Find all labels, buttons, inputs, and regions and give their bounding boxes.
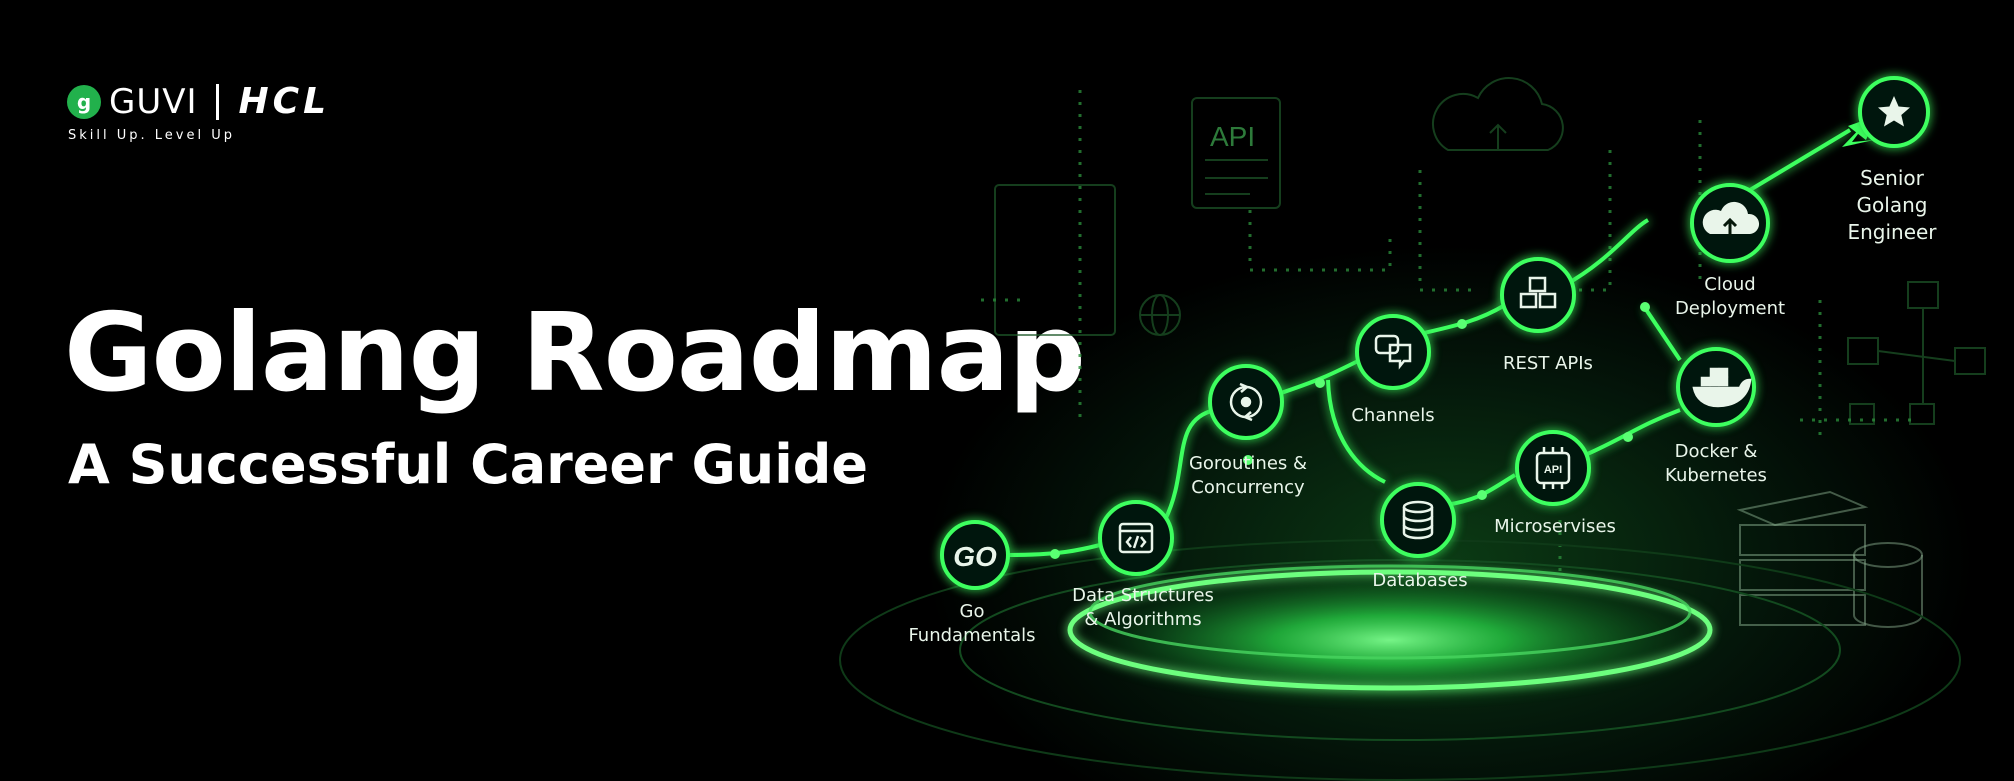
- node-label-line: Concurrency: [1191, 477, 1305, 499]
- node-label-data-structures: Data Structures & Algorithms: [1072, 584, 1214, 633]
- go-logo-icon: GO: [953, 541, 997, 572]
- docker-whale-icon: [1692, 367, 1752, 408]
- brand-tagline: Skill Up. Level Up: [68, 128, 235, 143]
- node-label-line: & Algorithms: [1084, 609, 1202, 631]
- node-label-line: Senior: [1860, 166, 1924, 190]
- node-label-databases: Databases: [1372, 569, 1467, 593]
- node-label-line: Deployment: [1674, 298, 1786, 320]
- node-label-line: Go: [959, 601, 985, 622]
- guvi-logo-mark: g: [76, 90, 92, 114]
- guvi-logo-icon: g: [67, 85, 101, 119]
- hcl-wordmark: HCL: [238, 81, 331, 122]
- api-chip-label: API: [1544, 464, 1562, 476]
- node-rest-apis: [1500, 257, 1576, 333]
- server-stack-icon: [1739, 524, 1866, 556]
- page-subtitle: A Successful Career Guide: [68, 433, 869, 496]
- node-label-senior-engineer: Senior Golang Engineer: [1847, 165, 1936, 246]
- server-rack-outline: [994, 184, 1116, 336]
- brand-logos: g GUVI HCL: [67, 84, 330, 120]
- cubes-icon: [1519, 276, 1557, 309]
- node-label-goroutines: Goroutines & Concurrency: [1189, 452, 1307, 501]
- node-label-microservices: Microservises: [1494, 515, 1616, 539]
- node-label-line: Databases: [1372, 570, 1468, 591]
- node-label-go-fundamentals: Go Fundamentals: [908, 600, 1035, 649]
- node-data-structures: [1098, 500, 1174, 576]
- node-label-line: Golang: [1856, 193, 1928, 217]
- chat-bubbles-icon: [1374, 334, 1412, 370]
- database-icon: [1402, 500, 1434, 540]
- roadmap-nodes: [940, 76, 1930, 590]
- node-label-line: Data Structures: [1072, 585, 1214, 606]
- node-label-line: Channels: [1351, 405, 1435, 426]
- api-chip-icon: [1535, 447, 1571, 489]
- api-card-label: API: [1210, 121, 1255, 152]
- concurrency-cycle-icon: [1229, 382, 1263, 422]
- circuit-traces: [980, 90, 1920, 580]
- background-decor: [994, 77, 1986, 628]
- node-label-line: Goroutines &: [1188, 453, 1308, 474]
- node-label-channels: Channels: [1351, 404, 1434, 428]
- api-card-outline: [1191, 97, 1281, 209]
- node-label-line: Engineer: [1847, 220, 1937, 244]
- node-label-docker: Docker & Kubernetes: [1665, 440, 1767, 489]
- node-microservices: [1515, 430, 1591, 506]
- database-cylinder-icon: [1853, 542, 1923, 568]
- guvi-wordmark: GUVI: [109, 82, 198, 122]
- node-label-line: Cloud: [1704, 274, 1756, 295]
- node-label-line: Docker &: [1674, 441, 1758, 462]
- node-label-line: Microservises: [1494, 516, 1616, 537]
- node-label-line: Fundamentals: [908, 625, 1036, 647]
- star-icon: [1878, 96, 1910, 127]
- node-go-fundamentals: [940, 520, 1010, 590]
- cloud-outline-icon: [1431, 77, 1564, 151]
- node-label-line: Kubernetes: [1665, 465, 1767, 487]
- logo-divider: [215, 84, 219, 120]
- node-label-cloud: Cloud Deployment: [1675, 273, 1785, 322]
- node-label-line: REST APIs: [1503, 353, 1593, 374]
- path-junctions: [1050, 302, 1650, 559]
- node-label-rest-apis: REST APIs: [1503, 352, 1593, 376]
- roadmap-path: [1007, 128, 1852, 557]
- page-title: Golang Roadmap: [64, 291, 1086, 416]
- code-window-icon: [1118, 522, 1154, 554]
- cloud-upload-icon: [1702, 201, 1760, 236]
